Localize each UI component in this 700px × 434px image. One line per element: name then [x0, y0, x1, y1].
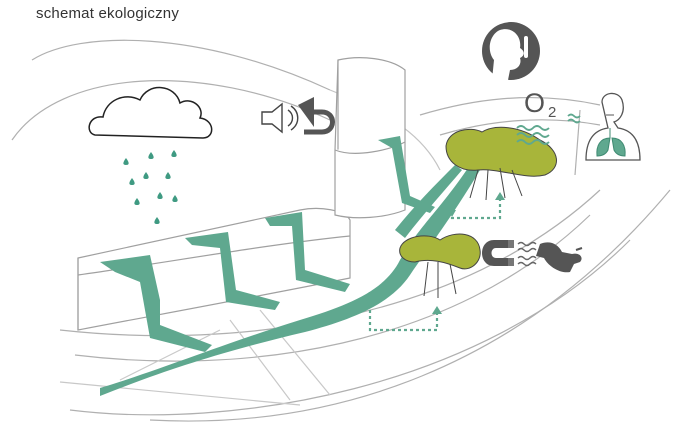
- attraction-waves-icon: [517, 241, 537, 267]
- water-flow-paths: [100, 136, 480, 396]
- flow-arrow-1: [100, 255, 212, 352]
- u-turn-arrow-icon: [298, 97, 335, 135]
- main-channel: [100, 165, 480, 396]
- oxygen-label: O 2: [524, 88, 556, 121]
- bird-icon: [536, 242, 583, 273]
- tree-canopy-lower: [399, 233, 481, 298]
- o2-letter: O: [524, 88, 545, 118]
- arrow-heads: [366, 192, 505, 314]
- flow-arrow-3: [265, 212, 350, 292]
- cloud-icon: [88, 86, 213, 139]
- tree-canopy-upper: [445, 126, 557, 201]
- silence-face-icon: [482, 22, 540, 80]
- speaker-icon: [261, 102, 299, 134]
- lungs-person-icon: [585, 92, 641, 161]
- oxygen-waves-icon: [516, 113, 581, 145]
- upper-channel: [395, 165, 462, 238]
- diagram-title: schemat ekologiczny: [36, 5, 180, 22]
- rain-drops-icon: [123, 150, 178, 224]
- o2-subscript: 2: [548, 104, 556, 121]
- magnet-icon: [482, 240, 514, 266]
- flow-arrow-2: [185, 232, 280, 310]
